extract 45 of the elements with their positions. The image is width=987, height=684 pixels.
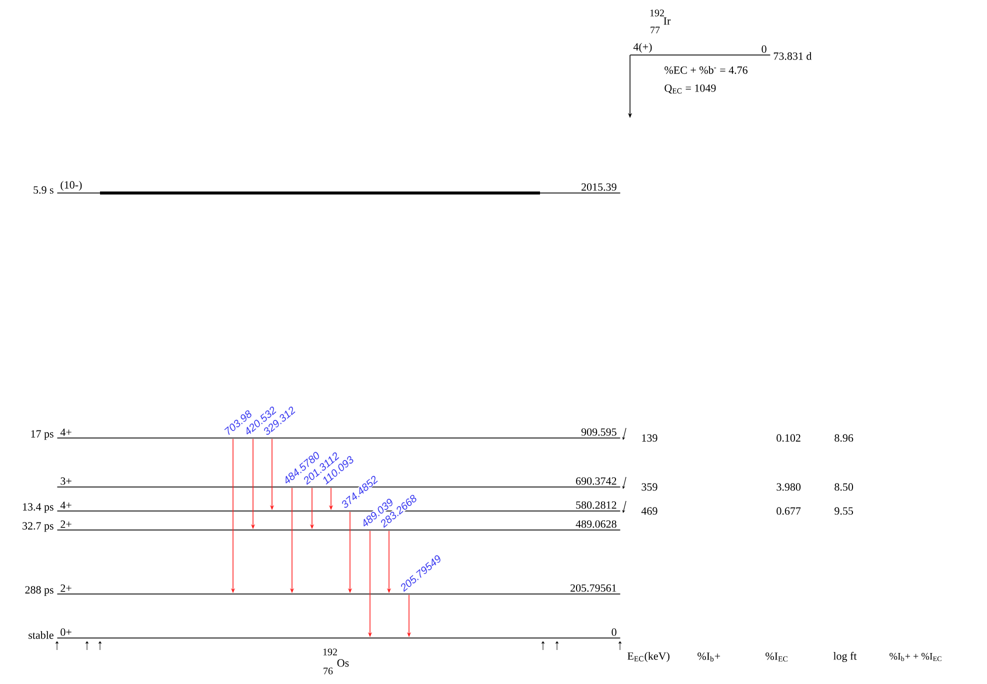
- table-cell: 469: [641, 507, 658, 515]
- energy-label: 489.0628: [576, 520, 616, 528]
- column-header: %I$_{b}$+ + %I$_{EC}$: [890, 652, 942, 662]
- column-header: E$_{EC}$(keV): [628, 652, 670, 662]
- column-header: log ft: [833, 652, 857, 662]
- column-header: %I$_{EC}$: [766, 652, 788, 662]
- element-symbol: Os: [337, 659, 349, 667]
- spin-label: 0+: [60, 628, 72, 636]
- half-life-label: stable: [28, 631, 54, 639]
- energy-label: 909.595: [581, 428, 616, 436]
- energy-label: 580.2812: [576, 501, 616, 509]
- table-cell: 0.677: [776, 507, 801, 515]
- table-cell: 9.55: [834, 507, 854, 515]
- table-cell: 0.102: [776, 434, 800, 442]
- spin-label: 2+: [60, 584, 72, 592]
- half-life-label: 13.4 ps: [23, 503, 54, 513]
- atomic-number: 76: [324, 668, 333, 674]
- energy-label: 0: [762, 45, 766, 53]
- spin-label: (10-): [60, 180, 82, 191]
- element-symbol: Ir: [664, 17, 671, 25]
- energy-label: 0: [612, 628, 616, 636]
- energy-label: 690.3742: [576, 477, 616, 485]
- column-header: %I$_{b}$+: [698, 652, 720, 662]
- mass-number: 192: [323, 648, 337, 656]
- atomic-number: 77: [650, 26, 660, 34]
- table-cell: 8.50: [834, 483, 854, 491]
- half-life-label: 288 ps: [25, 586, 54, 596]
- table-cell: 139: [642, 434, 658, 442]
- table-cell: 8.96: [834, 434, 854, 442]
- table-cell: 359: [642, 483, 658, 491]
- table-cell: 3.980: [776, 483, 801, 491]
- half-life-label: 73.831 d: [774, 52, 812, 60]
- q-value: Q$_{EC}$ = 1049: [664, 84, 716, 94]
- spin-label: 3+: [60, 477, 72, 485]
- half-life-label: 5.9 s: [34, 186, 54, 194]
- spin-label: 4+: [60, 428, 72, 436]
- mass-number: 192: [650, 10, 664, 16]
- spin-label: 4(+): [633, 42, 652, 53]
- energy-label: 2015.39: [582, 183, 616, 191]
- half-life-label: 32.7 ps: [22, 522, 54, 532]
- branching-note: %EC + %b$^{-}$ = 4.76: [664, 66, 748, 74]
- spin-label: 4+: [60, 502, 72, 509]
- spin-label: 2+: [60, 520, 72, 528]
- half-life-label: 17 ps: [31, 430, 54, 440]
- energy-label: 205.79561: [570, 584, 616, 592]
